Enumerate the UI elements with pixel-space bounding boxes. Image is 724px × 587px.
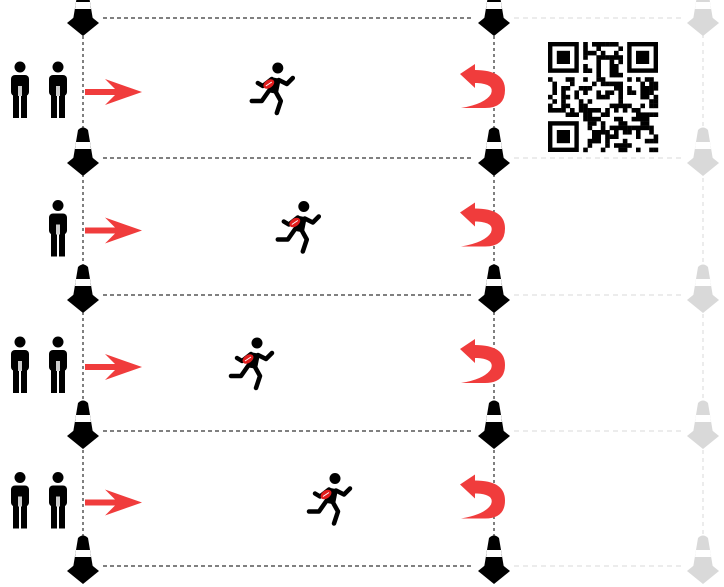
running-player-with-ball-icon [278, 201, 319, 252]
u-turn-arrow-icon [460, 339, 505, 383]
standing-person-icon [48, 335, 68, 394]
standing-person-icon [48, 471, 68, 530]
right-arrow-icon [85, 217, 142, 244]
standing-person-icon [10, 471, 30, 530]
traffic-cone-icon [67, 400, 99, 449]
traffic-cone-icon [478, 0, 510, 36]
traffic-cone-icon [687, 0, 719, 36]
running-player-with-ball-icon [252, 63, 293, 114]
traffic-cone-icon [478, 535, 510, 584]
standing-person-icon [10, 60, 30, 119]
traffic-cone-icon [478, 400, 510, 449]
standing-person-icon [48, 199, 68, 258]
standing-person-icon [10, 335, 30, 394]
running-player-with-ball-icon [231, 338, 272, 389]
right-arrow-icon [85, 489, 142, 516]
traffic-cone-icon [478, 264, 510, 313]
traffic-cone-icon [687, 127, 719, 176]
traffic-cone-icon [687, 264, 719, 313]
standing-person-icon [48, 60, 68, 119]
traffic-cone-icon [478, 127, 510, 176]
traffic-cone-icon [67, 264, 99, 313]
u-turn-arrow-icon [460, 202, 505, 247]
qr-code-icon [548, 42, 659, 153]
running-player-with-ball-icon [309, 473, 350, 524]
traffic-cone-icon [67, 0, 99, 36]
traffic-cone-icon [687, 400, 719, 449]
traffic-cone-icon [67, 127, 99, 176]
u-turn-arrow-icon [460, 474, 505, 519]
u-turn-arrow-icon [460, 64, 505, 108]
traffic-cone-icon [67, 535, 99, 584]
right-arrow-icon [85, 79, 142, 105]
traffic-cone-icon [687, 535, 719, 584]
right-arrow-icon [85, 354, 142, 380]
